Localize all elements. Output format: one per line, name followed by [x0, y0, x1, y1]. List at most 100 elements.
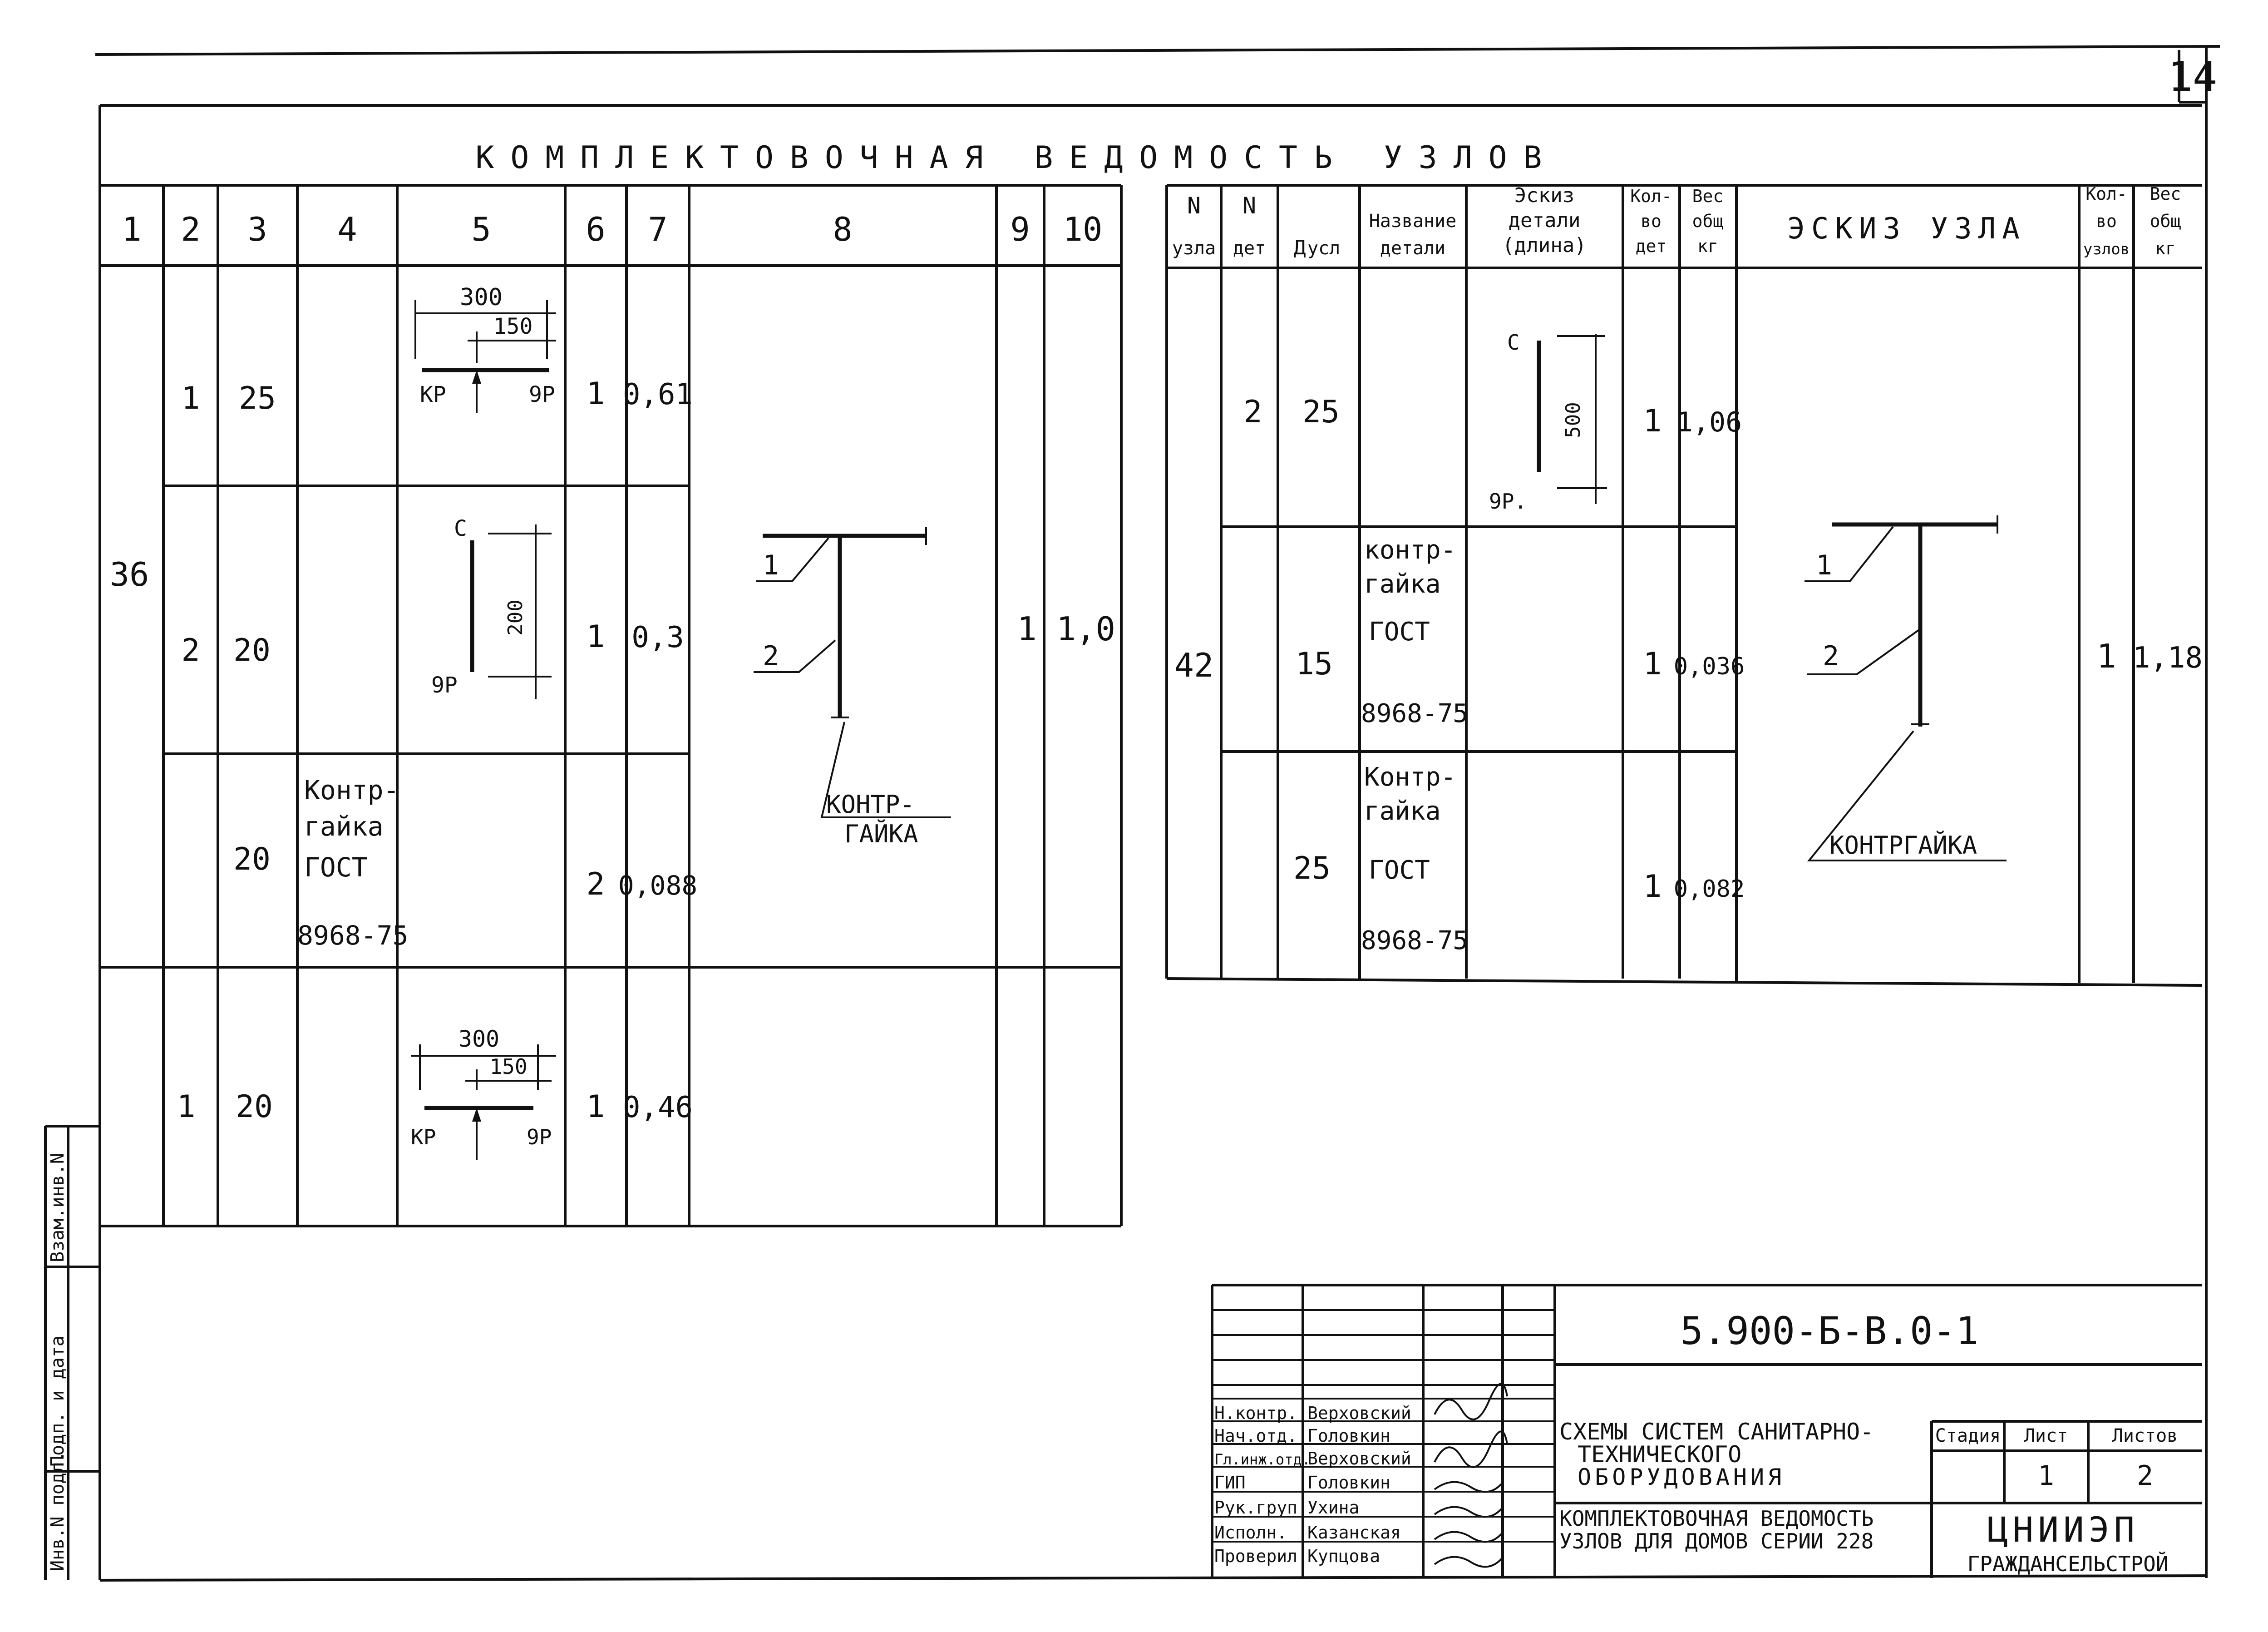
sheets-value: 2	[2137, 1460, 2153, 1492]
right-row2-name-4: 8968-75	[1361, 699, 1468, 728]
right-row3-name-1: Контр-	[1364, 762, 1456, 792]
right-table-header: N узла N дет Д усл Название детали Эскиз…	[1172, 184, 2181, 259]
left-row4-dn: 20	[236, 1089, 273, 1125]
right-row3-weight: 0,082	[1674, 875, 1745, 903]
side-stamp: Инв.N подл. Подп. и дата Взам.инв.N	[44, 1125, 100, 1580]
left-row2-weight: 0,3	[631, 621, 684, 654]
d4-dim-half: 150	[489, 1054, 527, 1079]
left-leader-2: 2	[763, 640, 779, 672]
left-row4-weight: 0,46	[623, 1091, 693, 1124]
right-leader-2: 2	[1823, 640, 1839, 672]
hdr-node-qty-2: во	[2096, 211, 2117, 231]
right-row3-dn: 25	[1293, 851, 1331, 886]
sig-name-2: Головкин	[1307, 1426, 1390, 1446]
right-node-sketch: 1 2 КОНТРГАЙКА	[1805, 515, 2007, 861]
d4-dim-total: 300	[459, 1026, 499, 1052]
sig-name-4: Головкин	[1307, 1473, 1390, 1493]
project-name-2: ТЕХНИЧЕСКОГО	[1578, 1441, 1741, 1468]
right-row2-name-3: ГОСТ	[1369, 617, 1430, 647]
hdr-sketch-3: (длина)	[1502, 234, 1586, 257]
col-header-4: 4	[337, 210, 357, 248]
left-node-number: 36	[110, 555, 149, 593]
hdr-node-weight-3: кг	[2155, 238, 2176, 258]
left-table-grid	[100, 184, 1123, 1227]
right-node-number: 42	[1174, 646, 1214, 684]
hdr-node-weight-1: Вес	[2150, 184, 2181, 204]
col-header-6: 6	[586, 210, 605, 248]
d1-dim-half: 150	[493, 314, 533, 339]
left-node-weight: 1,0	[1056, 610, 1115, 648]
right-node-qty: 1	[2096, 637, 2116, 675]
sheet-number: 14	[2168, 53, 2217, 101]
right-leader-1: 1	[1816, 549, 1832, 581]
left-row3-name-3: ГОСТ	[304, 852, 368, 883]
hdr-name-1: Название	[1369, 211, 1457, 232]
d4-right-label: 9Р	[527, 1125, 552, 1149]
stamp-inv-no: Инв.N подл.	[47, 1451, 68, 1571]
hdr-sketch-2: детали	[1509, 209, 1581, 232]
sig-name-1: Верховский	[1307, 1403, 1411, 1423]
sig-role-2: Нач.отд.	[1214, 1426, 1297, 1446]
hdr-node-no-1: N	[1187, 193, 1201, 219]
right-row2-weight: 0,036	[1674, 653, 1745, 680]
sheet-title-2: УЗЛОВ ДЛЯ ДОМОВ СЕРИИ 228	[1559, 1529, 1874, 1553]
drawing-code: 5.900-Б-В.0-1	[1680, 1309, 1978, 1353]
right-row1-det: 2	[1244, 394, 1262, 430]
right-detail-bottom: 9Р.	[1489, 489, 1527, 514]
right-row1-qty: 1	[1643, 403, 1662, 439]
right-counter-nut: КОНТРГАЙКА	[1829, 831, 1977, 860]
sig-name-5: Ухина	[1307, 1498, 1359, 1518]
sig-name-6: Казанская	[1307, 1523, 1401, 1543]
sheet-frame	[95, 45, 2220, 1582]
org-name-1: ЦНИИЭП	[1987, 1509, 2140, 1550]
left-row3-dn: 20	[233, 841, 271, 877]
left-row3-name-1: Контр-	[304, 775, 399, 806]
hdr-weight-3: кг	[1697, 236, 1718, 256]
hdr-name-2: детали	[1380, 238, 1446, 259]
sheets-label: Листов	[2112, 1425, 2178, 1446]
d2-dim: 200	[504, 599, 527, 635]
left-node-sketch: 1 2 КОНТР- ГАЙКА	[754, 527, 951, 848]
right-row3-qty: 1	[1643, 869, 1662, 905]
right-row3-name-3: ГОСТ	[1369, 856, 1430, 885]
hdr-node-sketch: ЭСКИЗ УЗЛА	[1787, 212, 2026, 246]
right-row3-name-4: 8968-75	[1361, 926, 1468, 955]
right-row2-qty: 1	[1643, 646, 1662, 682]
right-node-weight: 1,18	[2133, 641, 2203, 675]
col-header-9: 9	[1010, 210, 1030, 248]
title-block-grid	[1211, 1284, 2202, 1578]
col-header-5: 5	[471, 210, 491, 248]
col-header-8: 8	[833, 210, 852, 248]
left-row2-qty: 1	[587, 619, 605, 655]
right-detail-top: С	[1507, 330, 1520, 355]
left-counter-nut-2: ГАЙКА	[844, 820, 918, 848]
signature-table: Н.контр. Верховский Нач.отд. Головкин Гл…	[1214, 1403, 1411, 1566]
sheet-value: 1	[2038, 1460, 2054, 1492]
left-row3-qty: 2	[587, 866, 605, 902]
left-row1-dn: 25	[239, 381, 276, 416]
right-row2-name-1: контр-	[1364, 535, 1456, 565]
right-row1-dn: 25	[1302, 394, 1340, 430]
left-leader-1: 1	[763, 549, 779, 581]
hdr-det-no-1: N	[1242, 193, 1256, 219]
d1-right-label: 9Р	[529, 382, 555, 407]
stamp-replace-inv: Взам.инв.N	[47, 1153, 68, 1262]
project-name-3: ОБОРУДОВАНИЯ	[1578, 1464, 1785, 1490]
left-row2-dn: 20	[233, 633, 271, 668]
right-row3-name-2: гайка	[1364, 796, 1441, 826]
hdr-weight-1: Вес	[1692, 186, 1724, 206]
stage-label: Стадия	[1935, 1425, 2001, 1446]
sig-role-6: Исполн.	[1214, 1523, 1287, 1543]
hdr-dn-1: Д	[1294, 236, 1306, 259]
page-title: КОМПЛЕКТОВОЧНАЯ ВЕДОМОСТЬ УЗЛОВ	[475, 140, 1558, 176]
left-row2-det: 2	[182, 633, 200, 668]
hdr-node-qty-3: узлов	[2083, 240, 2130, 258]
left-row3-name-2: гайка	[304, 811, 384, 842]
d2-top-label: С	[454, 516, 467, 541]
sig-role-5: Рук.груп.	[1214, 1498, 1308, 1518]
left-row1-qty: 1	[587, 376, 605, 412]
right-row2-dn: 15	[1296, 646, 1333, 682]
d2-bottom-label: 9Р	[431, 673, 458, 698]
right-detail-sketch: С 9Р. 500	[1489, 330, 1607, 514]
